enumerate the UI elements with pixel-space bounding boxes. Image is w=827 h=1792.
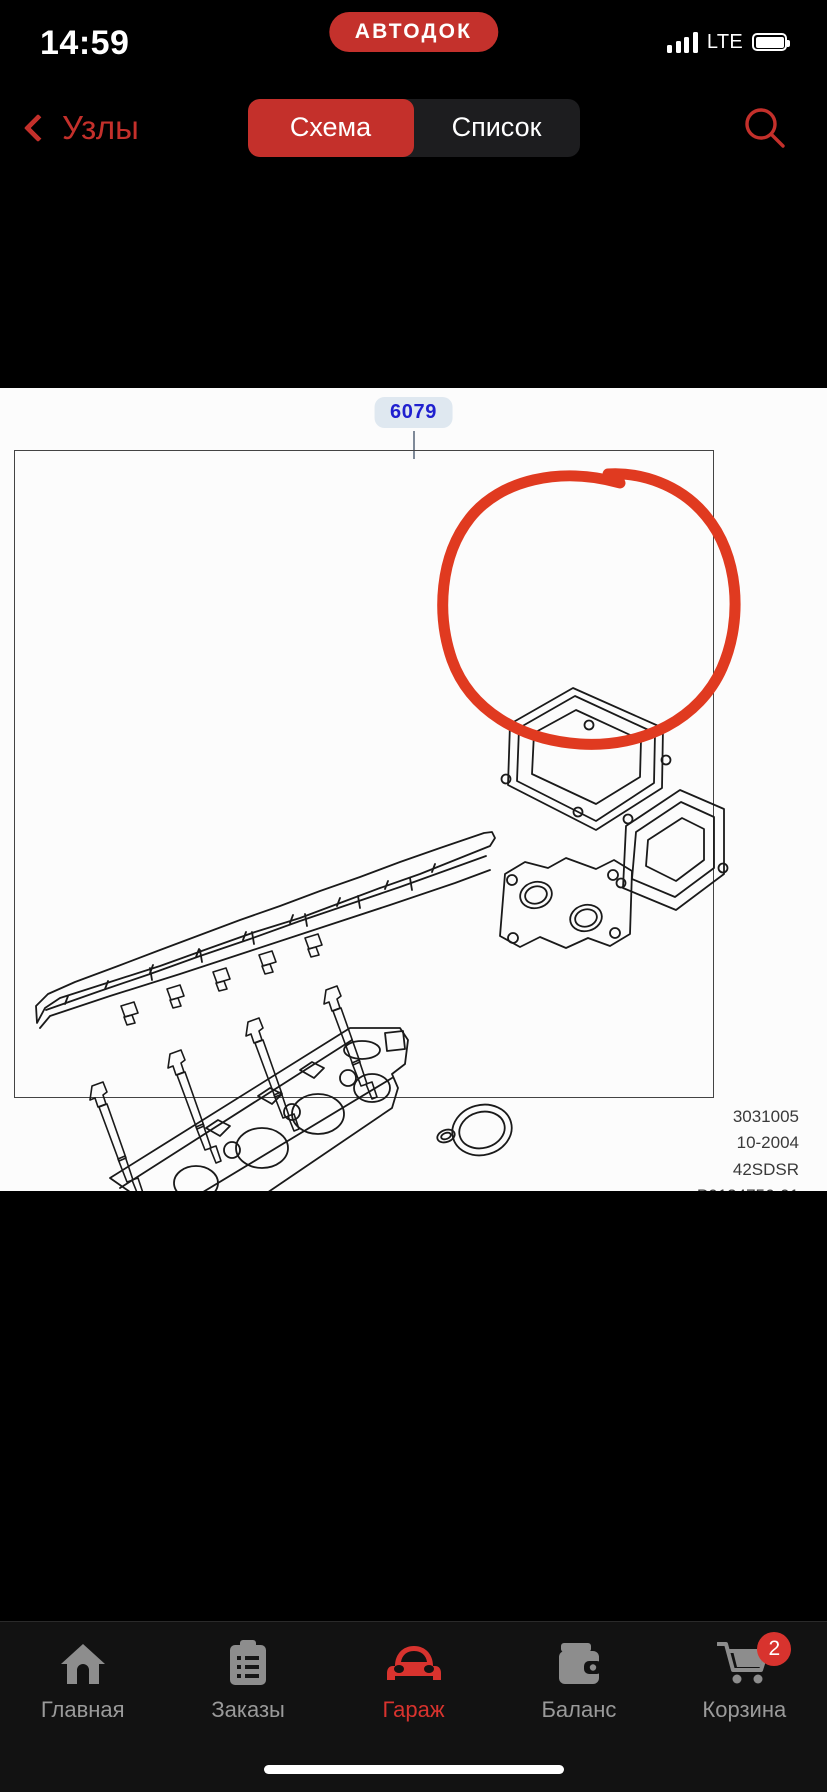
- part-reference-labels: 3031005 10-2004 42SDSR P0134756-01: [697, 1104, 799, 1191]
- tab-garage[interactable]: Гараж: [331, 1638, 496, 1742]
- back-button[interactable]: Узлы: [23, 109, 139, 146]
- tab-balance-label: Баланс: [541, 1697, 617, 1722]
- diagram-frame-border: [14, 450, 714, 1098]
- search-button[interactable]: [737, 100, 793, 156]
- home-icon: [59, 1638, 107, 1688]
- network-label: LTE: [706, 30, 743, 53]
- tab-orders-label: Заказы: [211, 1697, 285, 1722]
- node-badge-6079[interactable]: 6079: [374, 397, 453, 428]
- red-circle-annotation: [437, 468, 741, 750]
- badge-leader-line: [412, 431, 415, 459]
- app-logo: АВТОДОК: [328, 12, 499, 52]
- cart-icon: 2: [717, 1632, 792, 1688]
- status-indicators: LTE: [667, 27, 790, 54]
- battery-icon: [752, 33, 790, 51]
- car-icon: [385, 1638, 443, 1688]
- content-spacer-top: [0, 175, 827, 388]
- tab-orders[interactable]: Заказы: [165, 1638, 330, 1742]
- chevron-left-icon: [23, 113, 53, 142]
- tab-home-label: Главная: [40, 1697, 125, 1722]
- tab-cart-label: Корзина: [702, 1697, 787, 1722]
- home-indicator[interactable]: [263, 1765, 564, 1774]
- clipboard-icon: [227, 1638, 269, 1688]
- cart-count-badge: 2: [757, 1632, 792, 1666]
- gasket-kit-linedrawing: [35, 468, 741, 1191]
- bottom-tab-bar: Главная Заказы: [0, 1621, 827, 1792]
- wallet-icon: [556, 1638, 602, 1688]
- tab-garage-label: Гараж: [382, 1697, 445, 1722]
- status-time: 14:59: [40, 24, 130, 62]
- tab-list[interactable]: Список: [451, 112, 542, 142]
- part-label-line-4: P0134756-01: [697, 1183, 799, 1191]
- nav-bar: Узлы Схема Список: [0, 80, 827, 175]
- part-label-line-2: 10-2004: [736, 1133, 799, 1153]
- back-button-label: Узлы: [62, 109, 139, 146]
- search-icon: [745, 107, 785, 148]
- view-mode-segmented-control[interactable]: Схема Список: [247, 98, 580, 157]
- tab-cart[interactable]: 2 Корзина: [662, 1632, 827, 1742]
- scheme-diagram-panel[interactable]: 6079: [0, 388, 827, 1191]
- tab-balance[interactable]: Баланс: [496, 1638, 661, 1742]
- status-bar: 14:59 АВТОДОК LTE: [0, 0, 827, 80]
- content-spacer-bottom: [0, 1191, 827, 1621]
- part-label-line-1: 3031005: [732, 1107, 799, 1126]
- part-label-line-3: 42SDSR: [732, 1159, 799, 1179]
- tab-home[interactable]: Главная: [0, 1638, 165, 1742]
- tab-scheme[interactable]: Схема: [247, 98, 414, 157]
- signal-bars-icon: [667, 31, 698, 53]
